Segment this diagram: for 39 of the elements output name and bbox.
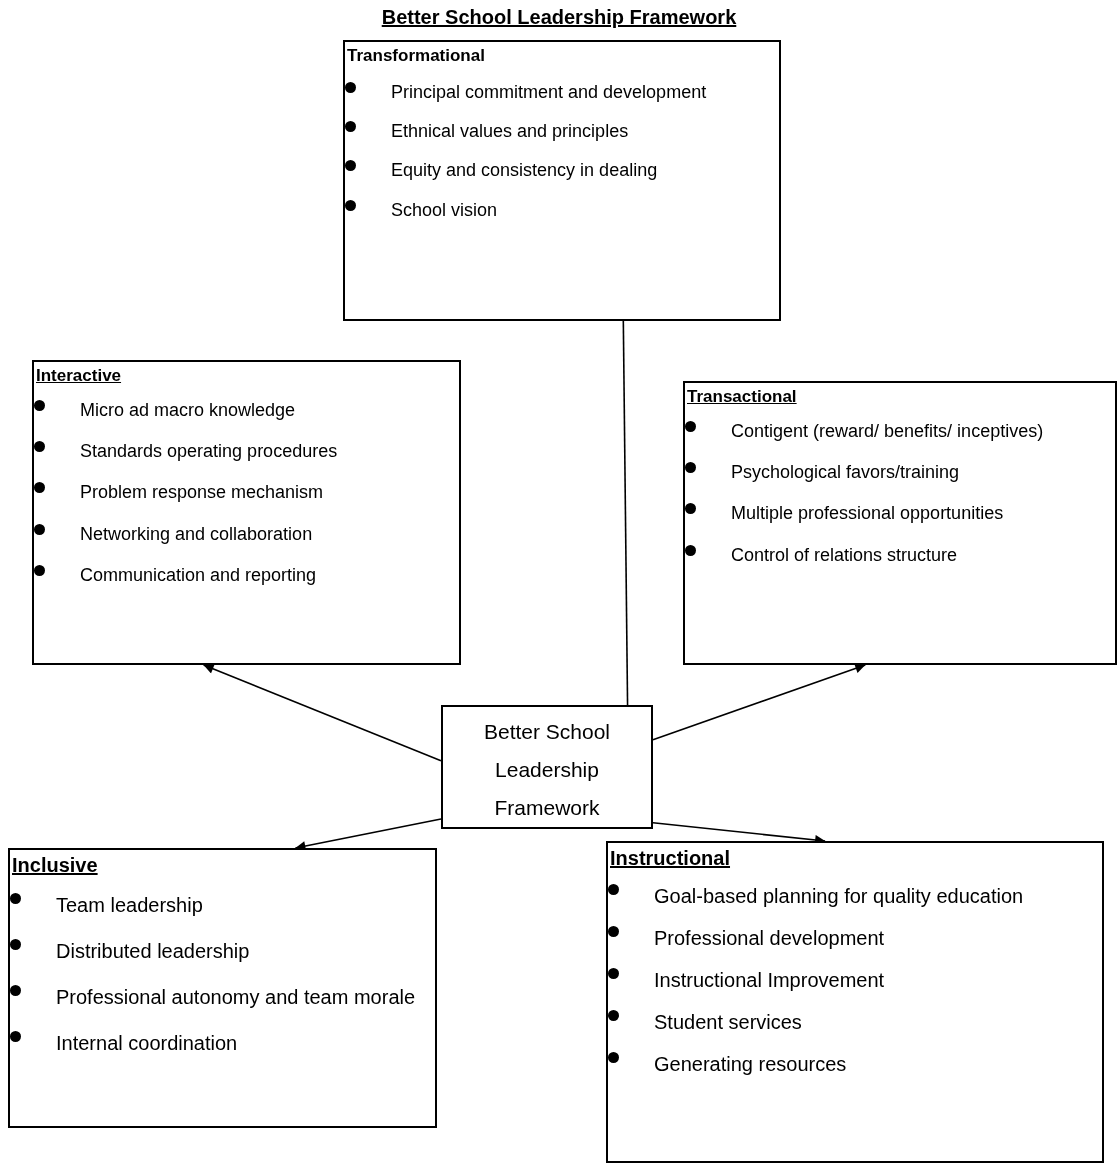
bullet-item: Professional development xyxy=(608,924,1094,952)
bullet-item: Micro ad macro knowledge xyxy=(34,398,451,424)
bullet-item: Multiple professional opportunities xyxy=(685,501,1107,527)
bullet-item: Professional autonomy and team morale xyxy=(10,983,427,1011)
connector-line xyxy=(622,320,629,706)
bullet-item: Standards operating procedures xyxy=(34,439,451,465)
category-heading: Transactional xyxy=(687,387,797,407)
bullet-item: Instructional Improvement xyxy=(608,966,1094,994)
category-box xyxy=(32,360,461,665)
diagram-title: Better School Leadership Framework xyxy=(381,6,737,28)
category-box xyxy=(606,841,1104,1163)
bullet-item: Psychological favors/training xyxy=(685,460,1107,486)
arrow xyxy=(652,663,867,741)
bullet-item: Networking and collaboration xyxy=(34,521,451,547)
category-heading: Inclusive xyxy=(12,854,98,877)
box-label: Better School Leadership Framework xyxy=(482,719,612,821)
category-heading: Transformational xyxy=(347,46,485,66)
arrow xyxy=(202,664,442,762)
bullet-item: Principal commitment and development xyxy=(345,80,771,106)
bullet-item: Communication and reporting xyxy=(34,562,451,588)
bullet-item: Internal coordination xyxy=(10,1029,427,1057)
bullet-item: Distributed leadership xyxy=(10,937,427,965)
bullet-item: Equity and consistency in dealing xyxy=(345,158,771,184)
bullet-item: Control of relations structure xyxy=(685,542,1107,568)
bullet-item: School vision xyxy=(345,197,771,223)
category-heading: Interactive xyxy=(36,366,122,386)
bullet-item: Contigent (reward/ benefits/ inceptives) xyxy=(685,419,1107,445)
category-heading: Instructional xyxy=(610,847,730,870)
category-box xyxy=(8,848,437,1128)
bullet-item: Student services xyxy=(608,1008,1094,1036)
bullet-item: Team leadership xyxy=(10,891,427,919)
arrow xyxy=(294,818,442,851)
bullet-item: Ethnical values and principles xyxy=(345,119,771,145)
bullet-item: Goal-based planning for quality education xyxy=(608,882,1094,910)
category-box xyxy=(683,381,1117,665)
category-box xyxy=(343,40,781,321)
bullet-item: Generating resources xyxy=(608,1050,1094,1078)
bullet-item: Problem response mechanism xyxy=(34,480,451,506)
central-box xyxy=(441,705,653,829)
